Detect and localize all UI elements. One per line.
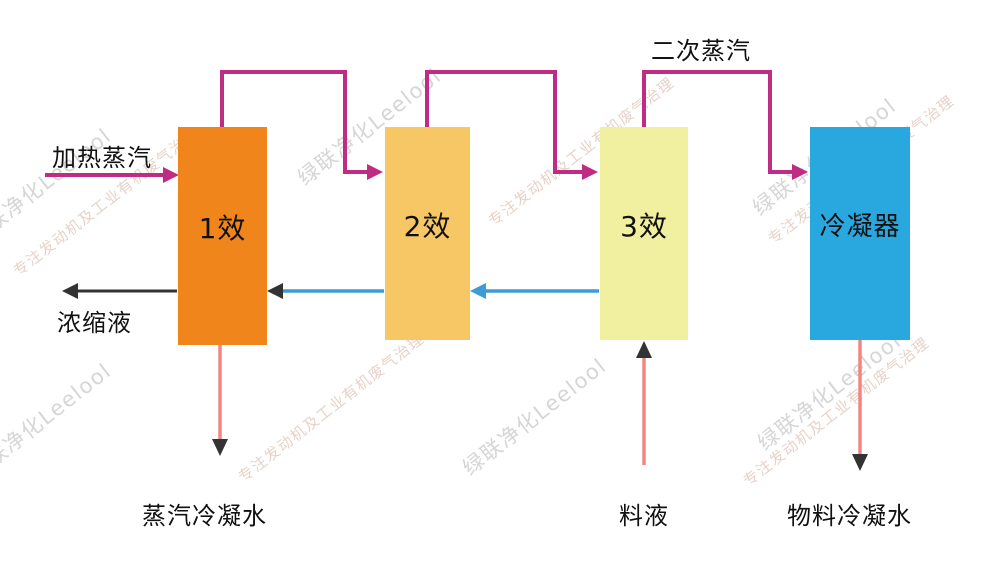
vapor-line-2-3 xyxy=(425,70,598,180)
material-condensate-arrow xyxy=(852,340,868,471)
box-effect1-label: 1效 xyxy=(198,212,247,245)
box-condenser-label: 冷凝器 xyxy=(819,212,901,242)
box-condenser: 冷凝器 xyxy=(810,127,910,340)
concentrate-label: 浓缩液 xyxy=(57,309,132,337)
secondary-steam-label: 二次蒸汽 xyxy=(651,37,751,65)
box-effect3-label: 3效 xyxy=(620,209,668,243)
liquid-line-2-1 xyxy=(267,283,384,299)
box-effect2: 2效 xyxy=(385,127,470,340)
liquid-line-3-2 xyxy=(470,283,599,299)
heating-steam-label: 加热蒸汽 xyxy=(52,144,152,172)
steam-condensate-label: 蒸汽冷凝水 xyxy=(142,502,267,530)
vapor-line-3-condenser xyxy=(642,70,808,180)
box-effect1: 1效 xyxy=(178,127,267,345)
feed-arrow xyxy=(636,341,652,465)
material-condensate-label: 物料冷凝水 xyxy=(787,502,912,530)
vapor-line-1-2 xyxy=(220,70,383,180)
steam-condensate-arrow xyxy=(212,345,228,456)
concentrate-arrow xyxy=(62,283,177,299)
box-effect2-label: 2效 xyxy=(403,209,452,243)
feed-label: 料液 xyxy=(619,502,669,530)
heating-steam-arrow xyxy=(45,167,179,183)
box-effect3: 3效 xyxy=(600,127,688,340)
